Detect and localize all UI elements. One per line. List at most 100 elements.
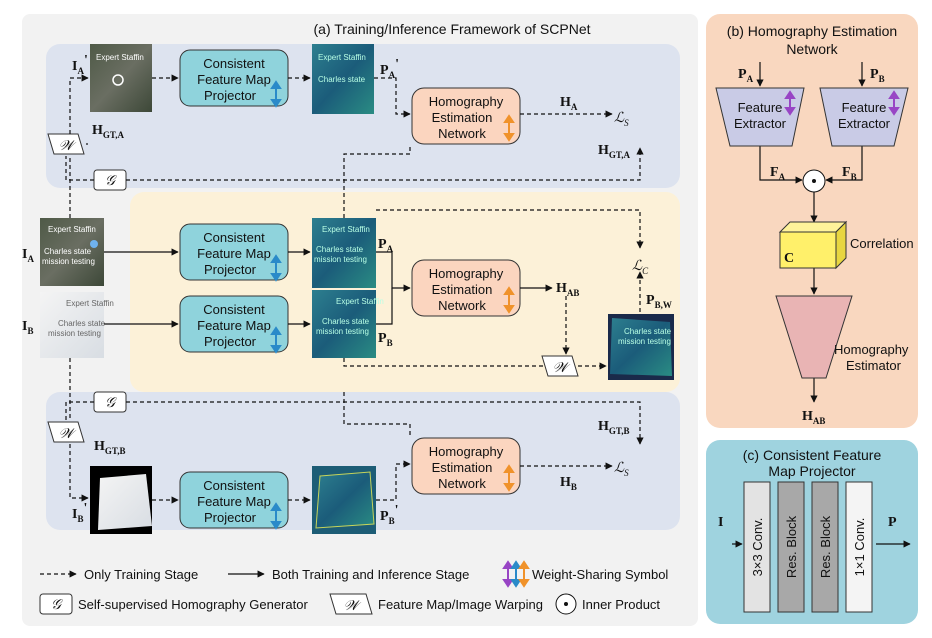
svg-text:FB: FB <box>842 165 857 182</box>
svg-text:Weight-Sharing Symbol: Weight-Sharing Symbol <box>532 567 668 582</box>
svg-text:Consistent: Consistent <box>203 56 265 71</box>
svg-text:mission testing: mission testing <box>314 255 367 264</box>
svg-text:PB: PB <box>378 331 393 348</box>
dashed-connections <box>65 74 644 504</box>
label-hb: HB <box>560 475 577 492</box>
svg-text:HGT,A: HGT,A <box>92 123 124 140</box>
panel-a-title: (a) Training/Inference Framework of SCPN… <box>314 21 591 37</box>
feature-map-pa: Expert Staffin Charles state mission tes… <box>312 218 376 288</box>
label-fb: FB <box>842 165 857 182</box>
weight-sharing-icon <box>270 80 282 530</box>
svg-text:Estimation: Estimation <box>432 110 493 125</box>
label-ia-prime: IA' <box>72 53 88 76</box>
svg-text:ℒS: ℒS <box>614 111 629 128</box>
svg-text:Network: Network <box>438 476 486 491</box>
homography-estimation-network-bottom: Homography Estimation Network <box>411 437 521 495</box>
image-ib-prime <box>90 466 152 534</box>
feature-extractor-b: Feature Extractor <box>819 87 909 147</box>
svg-text:Feature: Feature <box>842 100 887 115</box>
svg-text:IB': IB' <box>72 501 87 524</box>
label-pbw: PB,W <box>646 293 672 310</box>
weight-sharing-icon <box>784 90 900 116</box>
feature-map-pa-prime: Expert Staffin Charles state <box>312 44 374 114</box>
label-pb: PB <box>378 331 393 348</box>
consistent-feature-map-projector-a: Consistent Feature Map Projector <box>179 223 289 281</box>
svg-text:Both Training and Inference St: Both Training and Inference Stage <box>272 567 469 582</box>
svg-text:Projector: Projector <box>204 334 257 349</box>
feature-map-pb: Expert Staffin Charles state mission tes… <box>312 290 384 358</box>
feature-extractor-a: Feature Extractor <box>715 87 805 147</box>
svg-text:mission testing: mission testing <box>42 257 95 266</box>
label-hgt-a-right: HGT,A <box>598 143 630 160</box>
svg-text:Homography: Homography <box>834 342 909 357</box>
svg-text:Expert Staffin: Expert Staffin <box>48 225 96 234</box>
svg-text:𝒲: 𝒲 <box>553 361 571 376</box>
homography-estimator: Homography Estimator <box>775 295 909 379</box>
svg-text:Charles state: Charles state <box>624 327 672 336</box>
svg-text:Res. Block: Res. Block <box>818 515 833 578</box>
weight-sharing-icon <box>502 560 530 588</box>
svg-text:Projector: Projector <box>204 88 257 103</box>
svg-text:Consistent: Consistent <box>203 302 265 317</box>
svg-text:Homography: Homography <box>429 444 504 459</box>
svg-text:𝒢: 𝒢 <box>51 598 63 613</box>
warp-bottom: 𝒲 <box>47 421 85 443</box>
svg-text:𝒢: 𝒢 <box>105 396 117 411</box>
svg-text:Expert Staffin: Expert Staffin <box>322 225 370 234</box>
svg-text:Estimation: Estimation <box>432 460 493 475</box>
homography-generator-bottom: 𝒢 <box>93 391 127 413</box>
weight-sharing-icon <box>503 114 515 492</box>
svg-text:Correlation: Correlation <box>850 236 914 251</box>
svg-text:IB: IB <box>22 319 33 336</box>
homography-estimation-network-top: Homography Estimation Network <box>411 87 521 145</box>
loss-lc: ℒC <box>632 259 649 276</box>
image-ia: Expert Staffin Charles state mission tes… <box>40 218 104 286</box>
consistent-feature-map-projector-bottom: Consistent Feature Map Projector <box>179 471 289 529</box>
solid-connections <box>104 248 553 328</box>
svg-text:Estimator: Estimator <box>846 358 902 373</box>
label-pa-prime: PA' <box>380 57 399 80</box>
inner-product-node <box>802 169 826 193</box>
label-pb-prime: PB' <box>380 503 398 526</box>
svg-text:mission testing: mission testing <box>316 327 369 336</box>
homography-estimation-network-middle: Homography Estimation Network <box>411 259 521 317</box>
svg-text:PB': PB' <box>380 503 398 526</box>
svg-text:Homography: Homography <box>429 94 504 109</box>
svg-text:Feature Map: Feature Map <box>197 318 271 333</box>
svg-text:FA: FA <box>770 165 786 182</box>
correlation-volume: C Correlation <box>778 220 914 270</box>
label-pa-b: PA <box>738 67 754 84</box>
loss-ls-bottom: ℒS <box>614 461 629 478</box>
panel-c-title-line2: Map Projector <box>768 463 855 479</box>
svg-text:𝒢: 𝒢 <box>105 174 117 189</box>
panel-c-title: (c) Consistent Feature <box>743 447 882 463</box>
svg-text:Charles state: Charles state <box>44 247 92 256</box>
svg-text:HB: HB <box>560 475 577 492</box>
svg-text:Feature Map: Feature Map <box>197 246 271 261</box>
svg-text:Charles state: Charles state <box>316 245 364 254</box>
label-i: I <box>718 515 723 530</box>
svg-text:Projector: Projector <box>204 510 257 525</box>
label-ib: IB <box>22 319 33 336</box>
svg-text:mission testing: mission testing <box>618 337 671 346</box>
svg-text:𝒲: 𝒲 <box>344 599 362 614</box>
svg-text:Network: Network <box>438 126 486 141</box>
image-ib: Expert Staffin Charles state mission tes… <box>40 292 114 358</box>
svg-text:HGT,B: HGT,B <box>598 419 629 436</box>
image-ia-prime: Expert Staffin <box>90 44 152 112</box>
label-hgt-b-left: HGT,B <box>94 439 125 456</box>
label-fa: FA <box>770 165 786 182</box>
conv1x1-block: 1×1 Conv. <box>845 481 873 613</box>
svg-text:Inner Product: Inner Product <box>582 597 660 612</box>
svg-text:HGT,A: HGT,A <box>598 143 630 160</box>
svg-text:ℒS: ℒS <box>614 461 629 478</box>
label-pb-b: PB <box>870 67 885 84</box>
svg-text:Only Training Stage: Only Training Stage <box>84 567 198 582</box>
svg-text:Feature Map: Feature Map <box>197 494 271 509</box>
warp-top: 𝒲 <box>47 133 85 155</box>
svg-text:Expert Staffin: Expert Staffin <box>66 299 114 308</box>
svg-text:Res. Block: Res. Block <box>784 515 799 578</box>
middle-branch-region <box>130 192 680 392</box>
consistent-feature-map-projector-top: Consistent Feature Map Projector <box>179 49 289 107</box>
